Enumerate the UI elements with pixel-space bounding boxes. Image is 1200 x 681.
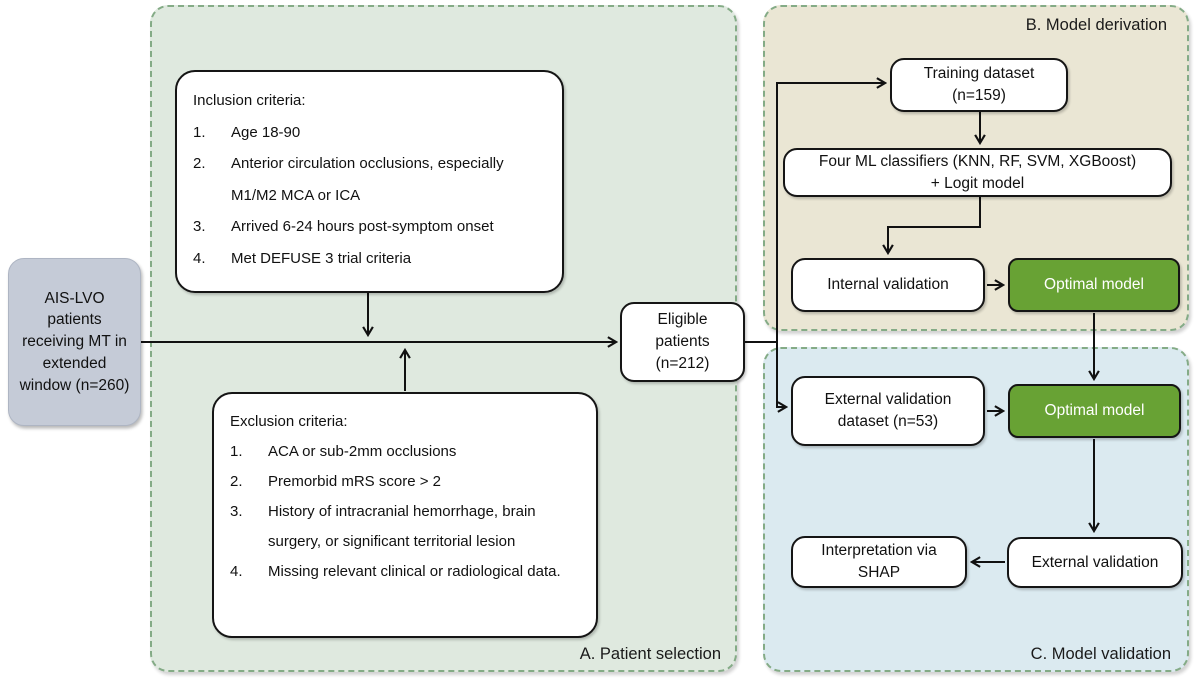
node-ml-classifiers: Four ML classifiers (KNN, RF, SVM, XGBoo… — [783, 148, 1172, 197]
panel-a-label: A. Patient selection — [579, 645, 721, 663]
node-inclusion-criteria: Inclusion criteria: 1. Age 18-90 2. Ante… — [175, 70, 564, 293]
panel-c-label: C. Model validation — [1030, 645, 1171, 663]
node-interpretation-shap-text: Interpretation via SHAP — [821, 542, 937, 581]
exclusion-item-4: 4. Missing relevant clinical or radiolog… — [230, 557, 580, 587]
inclusion-item-4: 4. Met DEFUSE 3 trial criteria — [193, 243, 546, 275]
node-ml-classifiers-text: Four ML classifiers (KNN, RF, SVM, XGBoo… — [818, 152, 1137, 192]
exclusion-item-3-text: History of intracranial hemorrhage, brai… — [268, 503, 536, 550]
inclusion-title: Inclusion criteria: — [193, 92, 306, 109]
node-external-validation-text: External validation — [1031, 553, 1159, 571]
inclusion-item-4-text: Met DEFUSE 3 trial criteria — [231, 249, 412, 267]
node-optimal-model-validation-text: Optimal model — [1044, 402, 1145, 420]
inclusion-item-1-number: 1. — [193, 123, 206, 141]
inclusion-item-2: 2. Anterior circulation occlusions, espe… — [193, 148, 546, 211]
inclusion-item-2-number: 2. — [193, 155, 206, 172]
exclusion-item-2-text: Premorbid mRS score > 2 — [268, 473, 441, 490]
node-optimal-model-validation: Optimal model — [1008, 384, 1181, 438]
exclusion-item-3: 3. History of intracranial hemorrhage, b… — [230, 497, 580, 557]
inclusion-item-3: 3. Arrived 6-24 hours post-symptom onset — [193, 211, 546, 243]
node-external-validation: External validation — [1007, 537, 1183, 588]
exclusion-item-2-number: 2. — [230, 473, 243, 490]
exclusion-item-2: 2. Premorbid mRS score > 2 — [230, 467, 580, 497]
exclusion-item-4-number: 4. — [230, 563, 243, 580]
node-interpretation-shap: Interpretation via SHAP — [791, 536, 967, 588]
node-optimal-model-derivation-text: Optimal model — [1044, 276, 1144, 294]
node-source-patients-text: AIS-LVO patients receiving MT in extende… — [19, 289, 130, 394]
inclusion-item-4-number: 4. — [193, 249, 206, 267]
exclusion-item-1-text: ACA or sub-2mm occlusions — [268, 443, 457, 460]
node-external-validation-dataset-text: External validation dataset (n=53) — [824, 391, 952, 430]
node-eligible-patients-text: Eligible patients (n=212) — [655, 311, 710, 372]
node-eligible-patients: Eligible patients (n=212) — [620, 302, 745, 382]
node-training-dataset-text: Training dataset (n=159) — [923, 65, 1035, 104]
exclusion-item-1-number: 1. — [230, 443, 243, 460]
node-internal-validation: Internal validation — [791, 258, 985, 312]
exclusion-item-4-text: Missing relevant clinical or radiologica… — [268, 563, 561, 580]
node-external-validation-dataset: External validation dataset (n=53) — [791, 376, 985, 446]
node-optimal-model-derivation: Optimal model — [1008, 258, 1180, 312]
exclusion-title: Exclusion criteria: — [230, 413, 348, 430]
panel-b-label: B. Model derivation — [1025, 16, 1167, 34]
exclusion-item-3-number: 3. — [230, 503, 243, 520]
node-training-dataset: Training dataset (n=159) — [890, 58, 1068, 112]
node-internal-validation-text: Internal validation — [827, 276, 949, 294]
node-exclusion-criteria: Exclusion criteria: 1. ACA or sub-2mm oc… — [212, 392, 598, 638]
node-source-patients: AIS-LVO patients receiving MT in extende… — [8, 258, 141, 426]
exclusion-item-1: 1. ACA or sub-2mm occlusions — [230, 437, 580, 467]
inclusion-item-3-text: Arrived 6-24 hours post-symptom onset — [231, 218, 494, 235]
inclusion-item-1-text: Age 18-90 — [231, 123, 301, 141]
inclusion-item-1: 1. Age 18-90 — [193, 117, 546, 149]
inclusion-item-2-text: Anterior circulation occlusions, especia… — [231, 155, 504, 204]
inclusion-item-3-number: 3. — [193, 218, 206, 235]
